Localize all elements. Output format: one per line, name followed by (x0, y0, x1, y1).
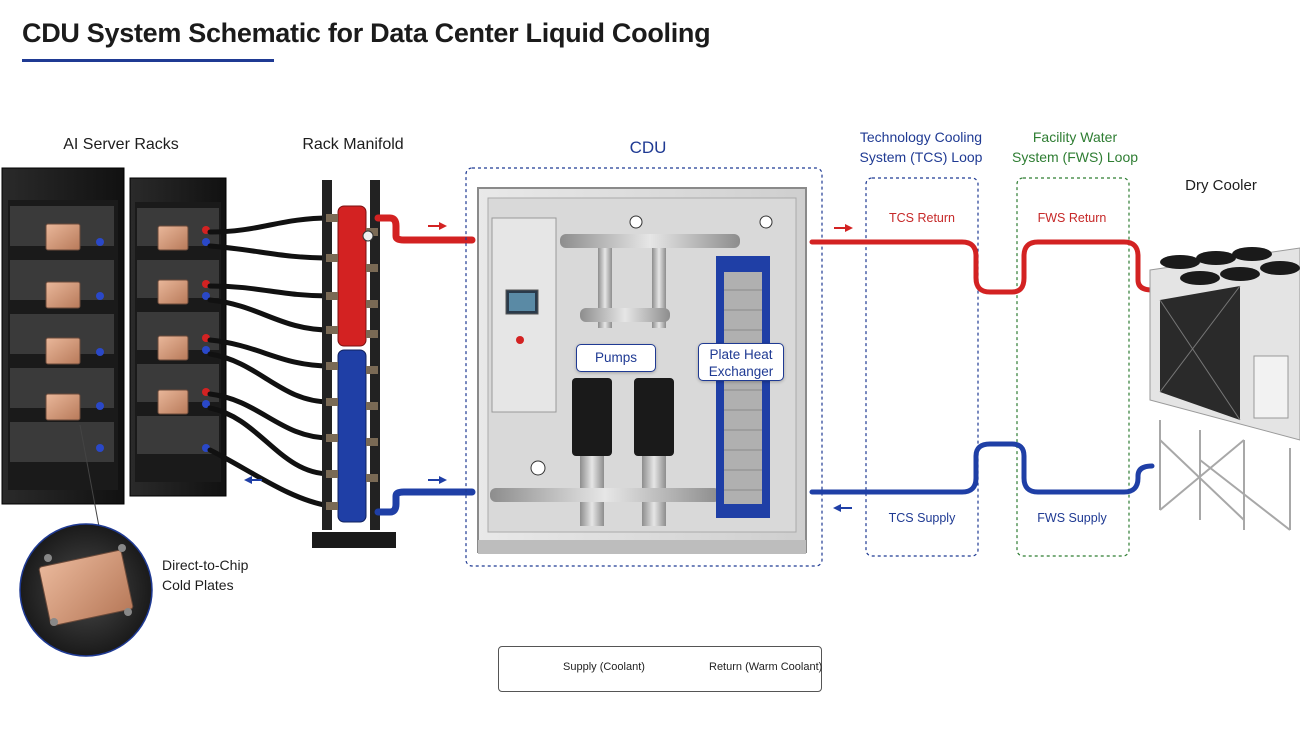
legend-supply: Supply (Coolant) (563, 661, 645, 673)
label-dry-cooler: Dry Cooler (1185, 177, 1257, 194)
label-tcs-return: TCS Return (889, 211, 955, 225)
title-underline (22, 59, 274, 62)
plate-heat-exchanger-callout: Plate Heat Exchanger (698, 343, 784, 381)
fws-loop-line2: System (FWS) Loop (1011, 149, 1139, 165)
server-rack-left (1, 167, 125, 505)
manifold-to-cdu-pipes (374, 214, 476, 516)
cdu-boundary (465, 167, 823, 567)
label-fws-supply: FWS Supply (1037, 511, 1107, 525)
label-ai-server-racks: AI Server Racks (63, 136, 179, 153)
supply-pipe (809, 441, 1155, 495)
legend: Supply (Coolant) Return (Warm Coolant) (498, 646, 822, 692)
rack-manifold-graphic (312, 180, 396, 548)
return-pipe (809, 239, 1155, 295)
dry-cooler-graphic (1149, 247, 1300, 531)
inset-label-line1: Direct-to-Chip (162, 557, 249, 573)
rack-supply-arrow (244, 476, 262, 484)
page-title: CDU System Schematic for Data Center Liq… (22, 18, 711, 48)
tcs-loop-line1: Technology Cooling (859, 129, 983, 145)
fws-loop-line1: Facility Water (1032, 129, 1118, 145)
legend-return: Return (Warm Coolant) (709, 661, 823, 673)
label-rack-manifold: Rack Manifold (302, 136, 404, 153)
label-tcs-loop: Technology Cooling System (TCS) Loop (846, 127, 996, 167)
fws-loop-boundary (1016, 177, 1130, 557)
loop-flow-arrows (833, 224, 853, 512)
plate-heat-line1: Plate Heat (709, 347, 773, 362)
label-fws-return: FWS Return (1037, 211, 1107, 225)
inset-label: Direct-to-Chip Cold Plates (162, 555, 248, 595)
label-tcs-supply: TCS Supply (888, 511, 956, 525)
label-cdu: CDU (629, 138, 667, 157)
label-fws-loop: Facility Water System (FWS) Loop (1000, 127, 1150, 167)
manifold-flow-arrows (428, 222, 447, 484)
plate-heat-line2: Exchanger (708, 364, 774, 379)
tcs-loop-line2: System (TCS) Loop (859, 149, 983, 165)
inset-label-line2: Cold Plates (162, 577, 234, 593)
cold-plate-inset (19, 424, 153, 657)
tcs-loop-boundary (865, 177, 979, 557)
pumps-callout: Pumps (576, 344, 656, 372)
rack-hoses (207, 215, 333, 509)
